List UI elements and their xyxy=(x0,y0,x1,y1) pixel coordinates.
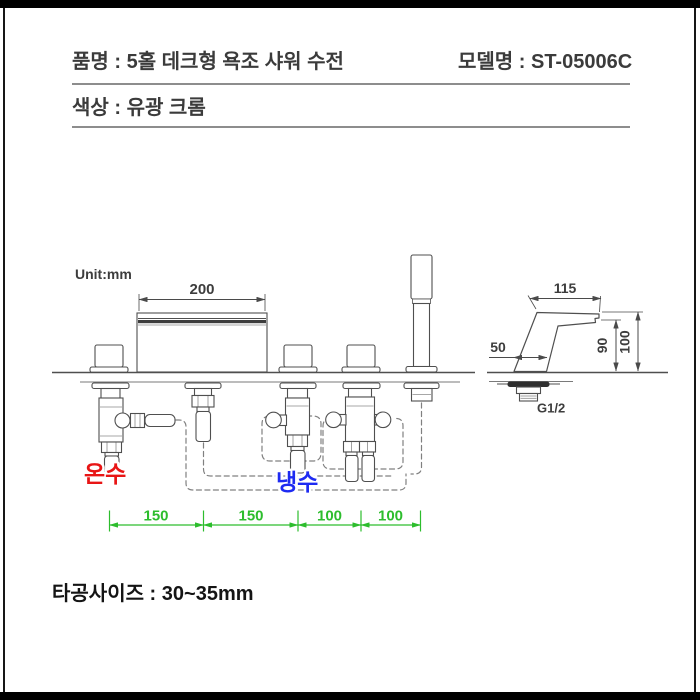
dim-side-reach: 115 xyxy=(527,280,602,313)
dim-label-50: 50 xyxy=(490,339,506,355)
hose-routing-dashed-lines xyxy=(175,402,423,491)
hand-shower xyxy=(405,254,438,373)
dim-side-base: 50 xyxy=(489,339,548,361)
under-deck-flanges xyxy=(91,382,440,390)
dim-label-100-b: 100 xyxy=(378,508,403,525)
diverter-handle xyxy=(341,344,381,373)
header-divider-1 xyxy=(72,83,630,85)
waterfall-spout-front xyxy=(136,312,268,373)
hot-handle xyxy=(89,344,129,373)
dim-spout-width: 200 xyxy=(138,281,266,311)
hot-water-label: 온수 xyxy=(84,461,126,487)
unit-note: Unit:mm xyxy=(75,266,132,282)
header-divider-2 xyxy=(72,126,630,128)
dim-side-total-height: 100 xyxy=(602,311,643,372)
color-spec-label: 색상 : 유광 크롬 xyxy=(72,97,206,119)
bottom-border-bar xyxy=(0,692,700,700)
cold-water-label: 냉수 xyxy=(276,469,318,495)
hole-size-note: 타공사이즈 : 30~35mm xyxy=(52,583,254,605)
hole-spacing-dimensions: 150 150 100 100 xyxy=(108,505,422,532)
shank-flange xyxy=(507,381,550,387)
spout-profile xyxy=(513,311,600,373)
thread-size-label: G1/2 xyxy=(537,401,565,416)
diverter-valve-body xyxy=(325,387,392,483)
right-border-line xyxy=(694,8,696,692)
dim-label-115: 115 xyxy=(554,280,577,296)
spout-side-view: G1/2 xyxy=(487,311,668,416)
dim-label-150-b: 150 xyxy=(238,508,263,525)
dim-label-90: 90 xyxy=(594,338,610,354)
deck-plate xyxy=(52,371,475,383)
dim-side-spout-height: 90 xyxy=(594,319,621,372)
model-name-label: 모델명 : ST-05006C xyxy=(458,51,633,73)
hot-valve-body xyxy=(98,387,176,479)
dim-label-200: 200 xyxy=(189,281,214,298)
top-border-bar xyxy=(0,0,700,8)
cold-valve-body xyxy=(265,387,311,474)
dim-label-100-total: 100 xyxy=(617,330,633,354)
left-border-line xyxy=(3,8,5,692)
shower-supply-fitting xyxy=(410,387,433,402)
spout-supply-fitting xyxy=(191,387,215,443)
cold-handle xyxy=(278,344,318,373)
dim-label-150-a: 150 xyxy=(143,508,168,525)
product-name-label: 품명 : 5홀 데크형 욕조 샤워 수전 xyxy=(72,51,344,73)
dim-label-100-a: 100 xyxy=(317,508,342,525)
